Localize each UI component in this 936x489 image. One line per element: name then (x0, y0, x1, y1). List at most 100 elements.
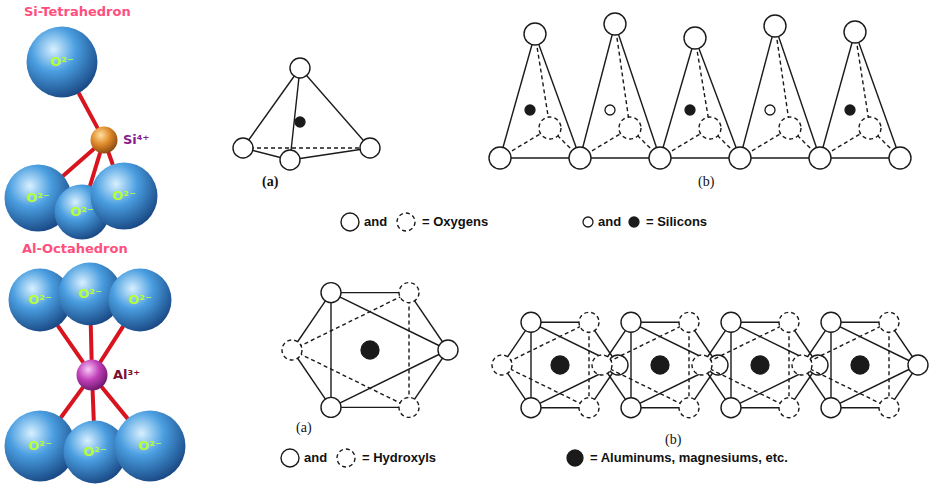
edge-line (695, 38, 740, 158)
hidden-edge-line (855, 32, 870, 128)
oxygen-symbol (684, 27, 706, 49)
edge-line (730, 322, 731, 407)
oxygen-ion: O²⁻ (114, 410, 186, 482)
oxygen-symbol (604, 13, 626, 35)
ion-charge: O²⁻ (78, 286, 102, 302)
hydroxyl-symbol (592, 355, 612, 375)
hydroxyl-symbol (721, 312, 741, 332)
edge-line (300, 68, 370, 148)
hydroxyl-symbol (792, 355, 812, 375)
hidden-edge-line (502, 322, 589, 365)
legend-text: = Silicons (646, 214, 707, 230)
legend-text: = Oxygens (422, 214, 488, 230)
oxygen-symbol (524, 23, 546, 45)
bond-line (89, 326, 94, 359)
hydroxyl-symbol (679, 312, 699, 332)
oxygen-symbol (539, 117, 561, 139)
hidden-edge-line (602, 365, 689, 408)
aluminum-symbol (851, 356, 869, 374)
legend-text: = Aluminums, magnesiums, etc. (590, 450, 788, 466)
hydroxyl-symbol (692, 355, 712, 375)
legend-sample (397, 213, 415, 231)
legend-sample (583, 217, 593, 227)
ion-sphere-shape (109, 269, 172, 332)
edge-line (630, 322, 631, 407)
edge-line (580, 24, 615, 158)
hydroxyl-symbol (438, 340, 458, 360)
ion-sphere-shape (91, 127, 118, 154)
oxygen-ion: O²⁻ (108, 268, 172, 332)
figure-title: Si-Tetrahedron (24, 4, 131, 20)
edge-line (660, 38, 695, 158)
hidden-edge-line (802, 365, 889, 408)
part-label: (b) (665, 432, 681, 448)
octahedron-figure (282, 283, 458, 418)
ion-charge: O²⁻ (28, 438, 52, 454)
ion-charge: O²⁻ (26, 190, 50, 206)
hydroxyl-symbol (321, 397, 341, 417)
hidden-edge-line (292, 350, 409, 407)
ion-sphere-shape (91, 163, 158, 230)
oxygen-symbol (764, 15, 786, 37)
hydroxyl-symbol (492, 355, 512, 375)
ion-charge: O²⁻ (83, 444, 107, 460)
hydroxyl-symbol (779, 312, 799, 332)
oxygen-symbol (619, 117, 641, 139)
oxygen-symbol (844, 21, 866, 43)
edge-line (331, 407, 409, 408)
oxygen-symbol (859, 117, 881, 139)
edge-line (243, 68, 300, 148)
legend-connector: and (364, 214, 387, 230)
aluminum-symbol (751, 356, 769, 374)
bond-line (64, 149, 94, 175)
figure-title: Al-Octahedron (22, 241, 128, 257)
hidden-edge-line (888, 322, 889, 407)
bond-line (101, 327, 123, 362)
hidden-edge-line (802, 322, 889, 365)
edge-line (660, 157, 740, 158)
bond-line (109, 153, 113, 164)
hydroxyl-symbol (399, 397, 419, 417)
bond-line (79, 94, 97, 128)
oxygen-symbol (360, 138, 380, 158)
aluminum-symbol (361, 341, 379, 359)
hidden-edge-line (602, 322, 689, 365)
oxygen-symbol (280, 150, 300, 170)
hidden-edge-line (702, 365, 789, 408)
oxygen-symbol (779, 117, 801, 139)
legend-connector: and (598, 214, 621, 230)
ion-charge: O²⁻ (138, 438, 162, 454)
hydroxyl-symbol (521, 312, 541, 332)
ion-sphere-shape (77, 360, 108, 391)
hydroxyl-symbol (399, 283, 419, 303)
ion-label: Si⁴⁺ (123, 132, 149, 148)
oxygen-symbol (233, 138, 253, 158)
hidden-edge-line (702, 322, 789, 365)
edge-line (830, 322, 831, 407)
ion-charge: O²⁻ (50, 54, 74, 70)
hydroxyl-symbol (679, 398, 699, 418)
legend-sample (341, 213, 359, 231)
hidden-edge-line (243, 147, 370, 148)
edge-line (740, 157, 820, 158)
ion-sphere (90, 126, 118, 154)
edge-line (500, 157, 580, 158)
hidden-edge-line (688, 322, 689, 407)
hydroxyl-symbol (879, 398, 899, 418)
ion-charge: O²⁻ (70, 204, 94, 220)
legend-sample (337, 449, 355, 467)
oxygen-symbol (699, 117, 721, 139)
edge-line (331, 293, 448, 350)
part-label: (a) (296, 420, 312, 436)
silicon-symbol (605, 105, 615, 115)
hidden-edge-line (775, 26, 790, 128)
bond-line (102, 387, 127, 418)
legend-sample (567, 450, 583, 466)
ion-charge: O²⁻ (28, 292, 52, 308)
oxygen-symbol (729, 147, 751, 169)
hydroxyl-symbol (779, 398, 799, 418)
bond-line (58, 326, 83, 362)
ion-charge: O²⁻ (112, 188, 136, 204)
legend-sample (281, 449, 299, 467)
